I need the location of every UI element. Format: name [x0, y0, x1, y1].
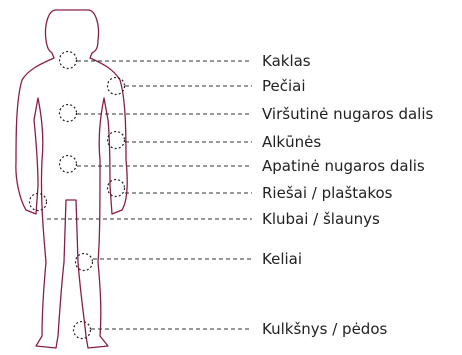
label-shoulders: Pečiai	[262, 77, 306, 95]
human-body-outline	[16, 10, 127, 348]
upper-back-marker	[60, 105, 77, 122]
label-wrists-hands: Riešai / plaštakos	[262, 184, 393, 202]
label-ankles-feet: Kulkšnys / pėdos	[262, 320, 387, 338]
hip-marker	[30, 194, 47, 211]
ankle-marker	[74, 322, 91, 339]
label-hips-thighs: Klubai / šlaunys	[262, 210, 380, 228]
neck-marker	[60, 52, 77, 69]
label-lower-back: Apatinė nugaros dalis	[262, 157, 425, 175]
label-upper-back: Viršutinė nugaros dalis	[262, 105, 433, 123]
label-knees: Keliai	[262, 250, 302, 268]
lower-back-marker	[60, 156, 77, 173]
label-neck: Kaklas	[262, 52, 311, 70]
label-elbows: Alkūnės	[262, 133, 321, 151]
